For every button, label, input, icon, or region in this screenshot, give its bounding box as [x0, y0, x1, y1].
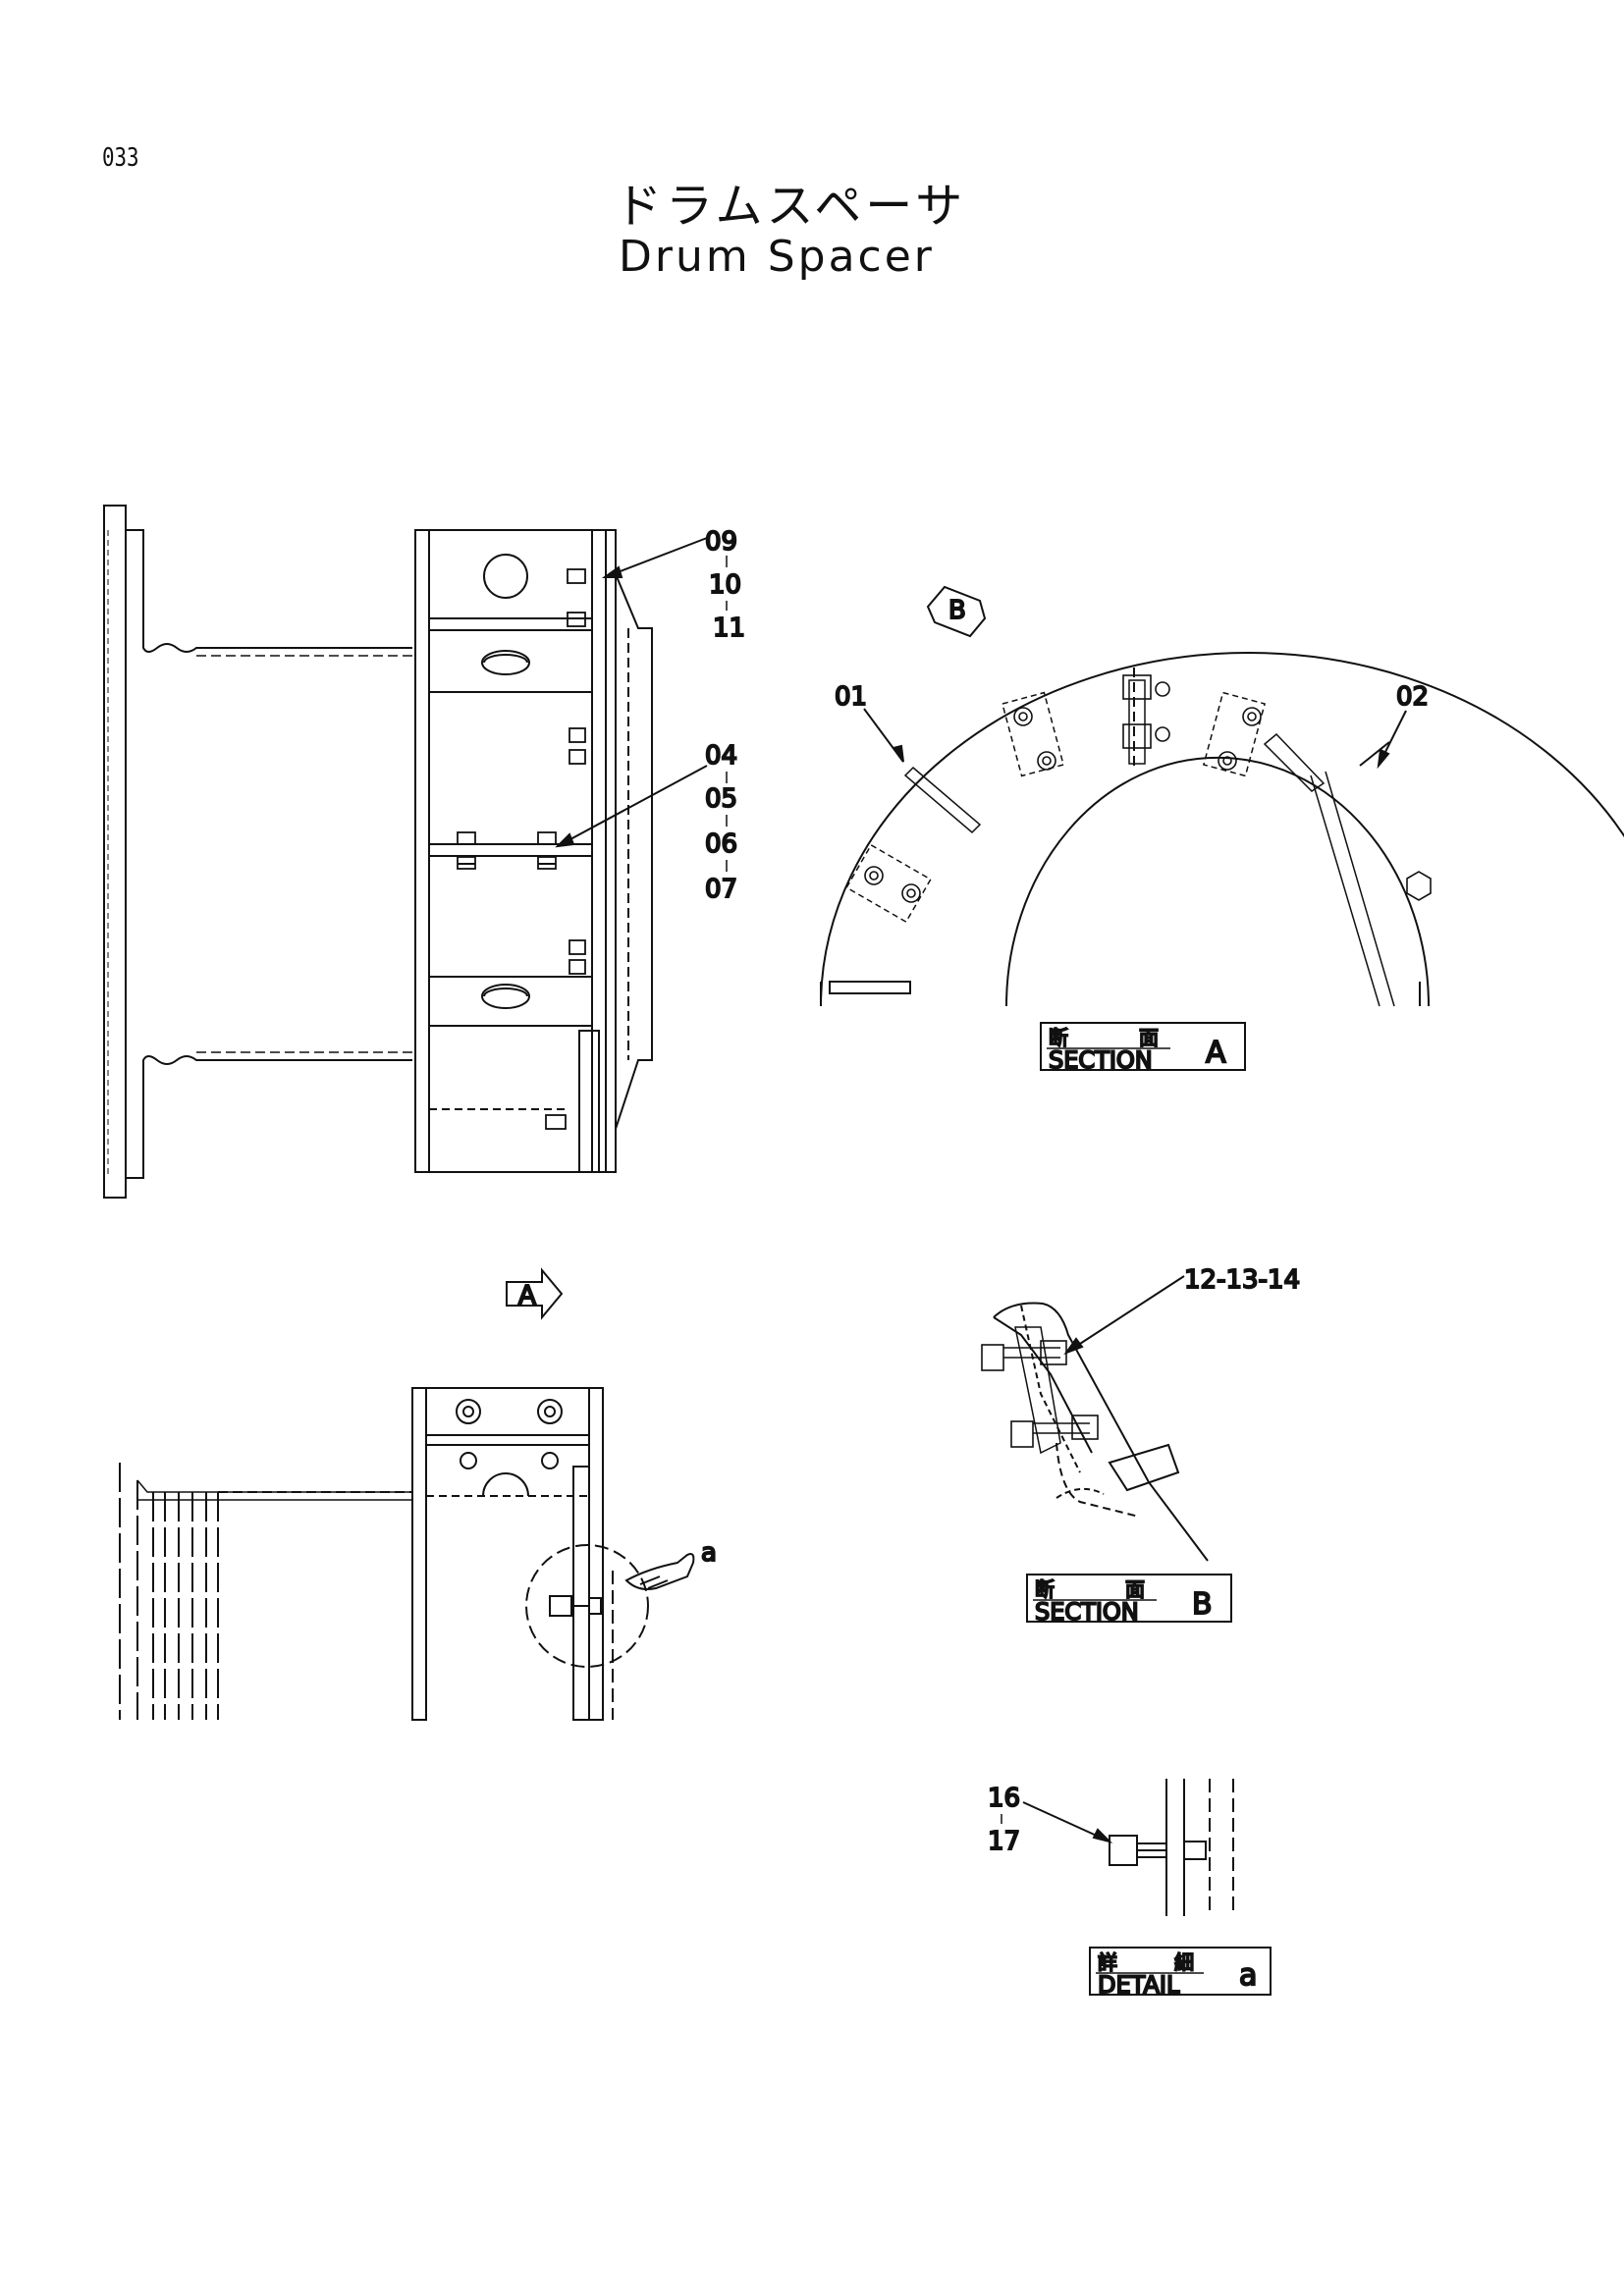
- section-b-title-box: 断 面 SECTION B: [1026, 1574, 1232, 1627]
- view-marker-a-letter: A: [518, 1281, 536, 1310]
- svg-text:02: 02: [1396, 682, 1429, 712]
- callout-01: 01: [834, 681, 904, 763]
- svg-text:面: 面: [1139, 1026, 1159, 1049]
- hand-pointer-icon: a: [624, 1537, 718, 1590]
- callout-12-13-14: 12-13-14: [1063, 1264, 1301, 1356]
- callout-10: 10: [709, 570, 741, 600]
- title-english: Drum Spacer: [619, 232, 935, 282]
- callout-a: a: [701, 1538, 717, 1568]
- view-marker-b: B: [926, 585, 987, 638]
- svg-text:断: 断: [1035, 1577, 1055, 1601]
- title-japanese: ドラムスペーサ: [615, 179, 967, 234]
- svg-text:12-13-14: 12-13-14: [1184, 1265, 1300, 1295]
- callout-06: 06: [705, 829, 737, 859]
- callout-07: 07: [705, 875, 737, 904]
- svg-text:断: 断: [1049, 1026, 1068, 1049]
- svg-text:SECTION: SECTION: [1049, 1046, 1153, 1074]
- view-marker-b-letter: B: [948, 596, 966, 625]
- view-a: [119, 1387, 649, 1721]
- callout-16: 16: [988, 1784, 1020, 1813]
- svg-text:01: 01: [835, 682, 867, 712]
- svg-text:A: A: [1206, 1036, 1226, 1070]
- callout-11: 11: [713, 614, 745, 643]
- section-a-view: [820, 652, 1624, 1007]
- svg-text:B: B: [1192, 1587, 1213, 1622]
- callout-04-07: 04 05 06 07: [555, 740, 738, 905]
- page-number: 033: [102, 143, 139, 173]
- section-a-title-box: 断 面 SECTION A: [1040, 1022, 1246, 1075]
- callout-17: 17: [988, 1827, 1020, 1856]
- svg-text:細: 細: [1174, 1950, 1194, 1974]
- svg-text:a: a: [1239, 1958, 1257, 1993]
- callout-05: 05: [705, 784, 737, 814]
- callout-09-10-11: 09 10 11: [601, 526, 746, 644]
- section-b-view: [981, 1302, 1209, 1562]
- callout-04: 04: [705, 741, 737, 771]
- callout-02: 02: [1377, 681, 1430, 770]
- callout-09: 09: [705, 527, 737, 557]
- svg-text:面: 面: [1125, 1577, 1145, 1601]
- svg-text:SECTION: SECTION: [1035, 1598, 1139, 1626]
- view-marker-a: A: [506, 1267, 564, 1320]
- detail-a-title-box: 詳 細 DETAIL a: [1089, 1947, 1272, 2000]
- svg-text:詳: 詳: [1098, 1950, 1117, 1974]
- callout-16-17: 16 17: [987, 1783, 1113, 1857]
- svg-text:DETAIL: DETAIL: [1098, 1971, 1180, 1999]
- side-view: [103, 505, 653, 1199]
- detail-a-view: [1109, 1779, 1234, 1916]
